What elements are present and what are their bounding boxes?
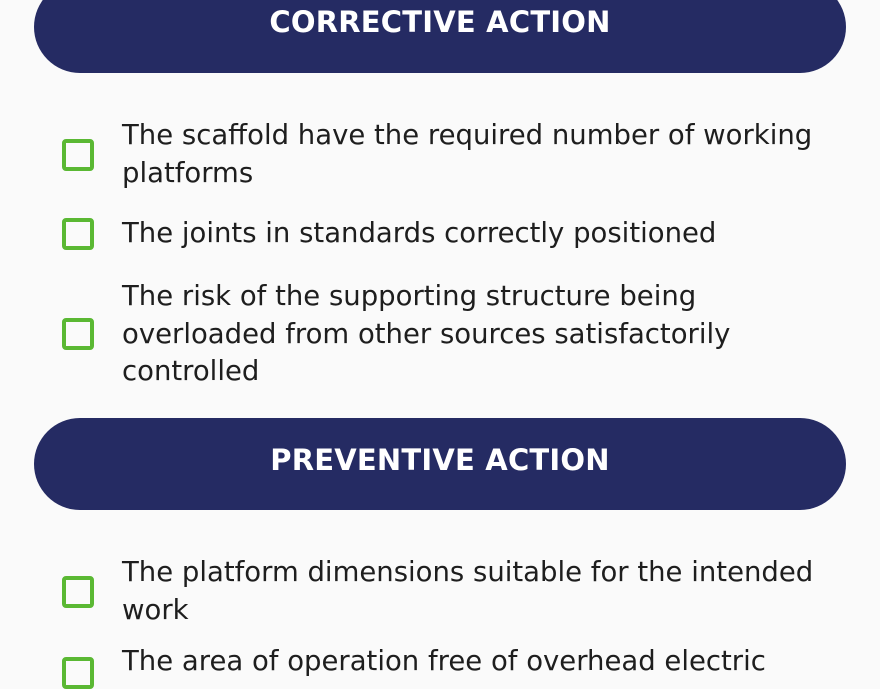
checklist-item-label: The joints in standards correctly positi… [122,217,717,249]
checklist-item-label: The platform dimensions suitable for the… [122,556,814,626]
checkbox-unchecked-icon[interactable] [62,138,94,171]
corrective-action-header: CORRECTIVE ACTION [34,0,846,73]
checklist-item-overload-risk[interactable]: The risk of the supporting structure bei… [62,278,852,391]
checklist-item-required-platforms[interactable]: The scaffold have the required number of… [62,117,852,192]
checkbox-unchecked-icon[interactable] [62,657,94,689]
preventive-action-header: PREVENTIVE ACTION [34,418,846,510]
checkbox-unchecked-icon[interactable] [62,217,94,250]
checklist-item-overhead-electric[interactable]: The area of operation free of overhead e… [62,643,852,689]
checklist-item-label: The scaffold have the required number of… [122,119,813,189]
checkbox-unchecked-icon[interactable] [62,575,94,608]
checkbox-unchecked-icon[interactable] [62,318,94,351]
checklist-item-joints-in-standards[interactable]: The joints in standards correctly positi… [62,215,852,253]
checklist-item-platform-dimensions[interactable]: The platform dimensions suitable for the… [62,554,852,629]
checklist-item-label: The area of operation free of overhead e… [122,645,766,677]
checklist-item-label: The risk of the supporting structure bei… [122,280,731,387]
